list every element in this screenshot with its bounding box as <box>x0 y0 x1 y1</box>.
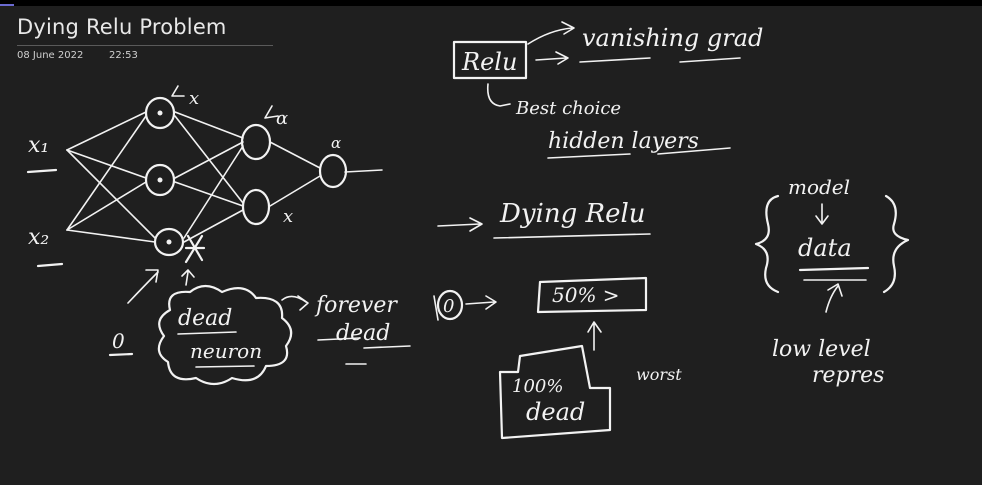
top-bar <box>0 0 982 6</box>
dead-neuron-cloud <box>157 284 293 386</box>
hidden-layers-label: hidden layers <box>548 129 699 154</box>
relu-box <box>452 40 528 80</box>
dead-word: dead <box>178 306 232 331</box>
mark-x-top: x <box>189 88 199 109</box>
mark-alpha-2: α <box>331 134 341 152</box>
repres-label: repres <box>812 363 884 388</box>
low-level-label: low level <box>772 337 871 362</box>
zero-circle-label: 0 <box>443 296 454 317</box>
zero-label: 0 <box>112 329 125 353</box>
fifty-percent-box <box>536 276 648 314</box>
best-choice-label: Best choice <box>515 98 621 119</box>
hundred-percent-label: 100% <box>512 376 563 397</box>
input-x1-label: x₁ <box>28 133 49 158</box>
input-x2-label: x₂ <box>28 225 49 250</box>
mark-alpha-1: α <box>276 108 288 129</box>
dying-relu-label: Dying Relu <box>499 199 646 229</box>
mark-x-bottom: x <box>283 206 293 227</box>
dead-box-word: dead <box>526 398 585 426</box>
neuron-word: neuron <box>190 339 262 363</box>
page-date: 08 June 2022 <box>17 50 84 61</box>
top-bar-accent <box>0 4 14 6</box>
fifty-percent-label: 50% > <box>552 283 620 307</box>
forever-word: forever <box>314 293 398 318</box>
network-neurons <box>144 96 348 257</box>
worst-word: worst <box>636 365 682 384</box>
network-edges <box>66 111 383 243</box>
page-time: 22:53 <box>109 50 138 61</box>
forever-dead-word: dead <box>336 321 390 346</box>
page-title[interactable]: Dying Relu Problem <box>17 15 227 39</box>
hundred-dead-box <box>498 344 612 440</box>
model-word: model <box>788 175 850 199</box>
data-word: data <box>798 234 852 262</box>
title-divider <box>17 45 273 46</box>
vanishing-grad-label: vanishing grad <box>582 24 763 52</box>
relu-label: Relu <box>461 48 517 76</box>
